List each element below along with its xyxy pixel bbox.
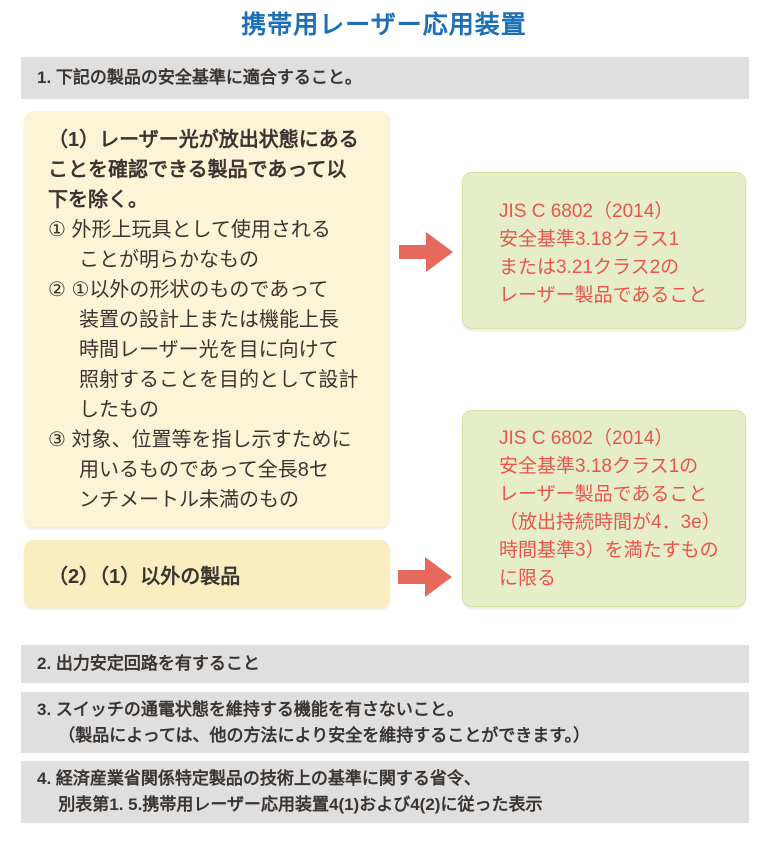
result-1-box: JIS C 6802（2014） 安全基準3.18クラス1 または3.21クラス… [462,172,746,329]
requirement-3-bar: 3. スイッチの通電状態を維持する機能を有さないこと。 （製品によっては、他の方… [21,692,749,753]
requirement-1-text: 1. 下記の製品の安全基準に適合すること。 [37,68,362,87]
requirement-3-text: 3. スイッチの通電状態を維持する機能を有さないこと。 （製品によっては、他の方… [37,699,591,745]
condition-1-item-1: ① 外形上玩具として使用される ことが明らかなもの [48,219,331,271]
condition-1-item-2: ② ①以外の形状のものであって 装置の設計上または機能上長 時間レーザー光を目に… [48,279,359,421]
requirement-1-bar: 1. 下記の製品の安全基準に適合すること。 [21,57,749,99]
arrow-right-icon [399,232,453,272]
condition-2-label: （2）（1）以外の製品 [48,565,241,588]
result-2-box: JIS C 6802（2014） 安全基準3.18クラス1の レーザー製品である… [462,410,746,607]
condition-1-item-3: ③ 対象、位置等を指し示すために 用いるものであって全長8セ ンチメートル未満の… [48,429,352,511]
requirement-2-text: 2. 出力安定回路を有すること [37,654,260,673]
requirement-4-bar: 4. 経済産業省関係特定製品の技術上の基準に関する省令、 別表第1. 5.携帯用… [21,761,749,823]
condition-1-box: （1）レーザー光が放出状態にある ことを確認できる製品であって以 下を除く。 ①… [24,111,390,527]
condition-2-box: （2）（1）以外の製品 [24,540,390,608]
arrow-right-icon [398,557,452,597]
requirement-2-bar: 2. 出力安定回路を有すること [21,645,749,683]
condition-1-heading: （1）レーザー光が放出状態にある ことを確認できる製品であって以 下を除く。 [48,129,359,211]
requirement-4-text: 4. 経済産業省関係特定製品の技術上の基準に関する省令、 別表第1. 5.携帯用… [37,769,543,814]
page-title: 携帯用レーザー応用装置 [241,11,527,39]
